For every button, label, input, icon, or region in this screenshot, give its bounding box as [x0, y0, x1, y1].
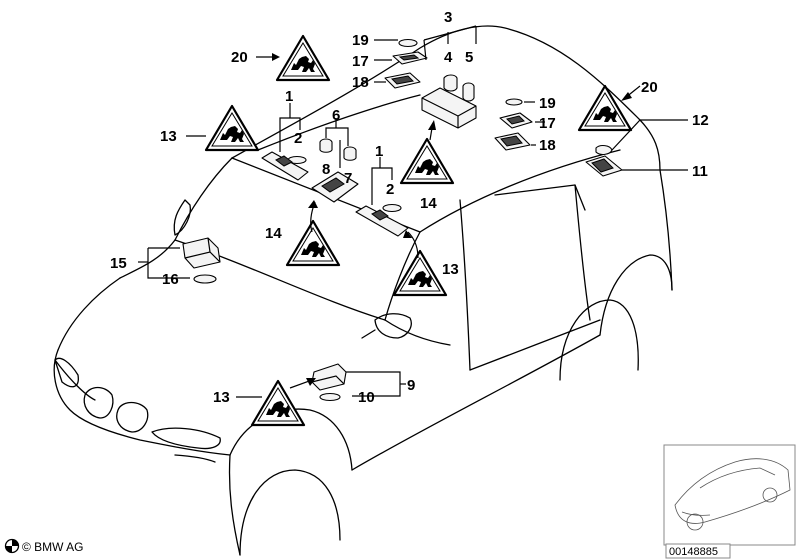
- part-19-right: [505, 98, 523, 106]
- part-2-right: [382, 203, 402, 213]
- label-18: 18: [539, 137, 556, 154]
- label-13: 13: [213, 389, 230, 406]
- vehicle-thumbnail: 00148885: [663, 444, 796, 559]
- label-14: 14: [265, 225, 282, 242]
- label-19: 19: [352, 32, 369, 49]
- label-10: 10: [358, 389, 375, 406]
- part-4-bulb: [443, 74, 458, 92]
- parts: [182, 38, 623, 402]
- label-6: 6: [332, 107, 340, 124]
- warning-triangle-icon: [577, 84, 633, 132]
- bmw-ag-logo-icon: [4, 538, 20, 554]
- part-16: [193, 274, 217, 284]
- label-15: 15: [110, 255, 127, 272]
- label-5: 5: [465, 49, 473, 66]
- label-2: 2: [294, 130, 302, 147]
- label-9: 9: [407, 377, 415, 394]
- label-18: 18: [352, 74, 369, 91]
- part-3-module: [421, 87, 477, 129]
- label-20: 20: [231, 49, 248, 66]
- part-labels: 20 19 17 18 3 4 5 20 19 17 18 12 11 13 1…: [110, 9, 709, 406]
- label-1: 1: [285, 88, 293, 105]
- label-19: 19: [539, 95, 556, 112]
- part-6-bulb: [319, 138, 333, 153]
- label-12: 12: [692, 112, 709, 129]
- car-outline: [53, 25, 673, 556]
- warning-triangle-icon: [204, 104, 260, 152]
- warning-triangle-icon: [285, 219, 341, 267]
- label-11: 11: [692, 163, 708, 180]
- label-17: 17: [539, 115, 556, 132]
- label-2: 2: [386, 181, 394, 198]
- part-15-lamp: [182, 237, 221, 269]
- part-19-left: [398, 38, 418, 48]
- copyright-text: © BMW AG: [22, 540, 84, 554]
- part-12: [595, 145, 613, 155]
- label-20: 20: [641, 79, 658, 96]
- label-7: 7: [344, 170, 352, 187]
- part-7-bulb: [343, 146, 357, 161]
- label-4: 4: [444, 49, 453, 66]
- part-1-right: [355, 205, 409, 237]
- warning-triangle-icon: [250, 379, 306, 427]
- warning-triangle-icon: [275, 34, 331, 82]
- label-8: 8: [322, 161, 330, 178]
- part-5-bulb: [462, 82, 475, 102]
- warning-triangle-icon: [392, 249, 448, 297]
- label-3: 3: [444, 9, 452, 26]
- label-14: 14: [420, 195, 437, 212]
- reference-number: 00148885: [669, 546, 718, 558]
- part-10: [319, 392, 341, 402]
- part-9-lamp: [311, 363, 347, 391]
- leader-lines: [138, 25, 688, 398]
- warning-triangle-icon: [399, 137, 455, 185]
- label-16: 16: [162, 271, 179, 288]
- label-13: 13: [160, 128, 177, 145]
- label-13: 13: [442, 261, 459, 278]
- label-17: 17: [352, 53, 369, 70]
- label-1: 1: [375, 143, 383, 160]
